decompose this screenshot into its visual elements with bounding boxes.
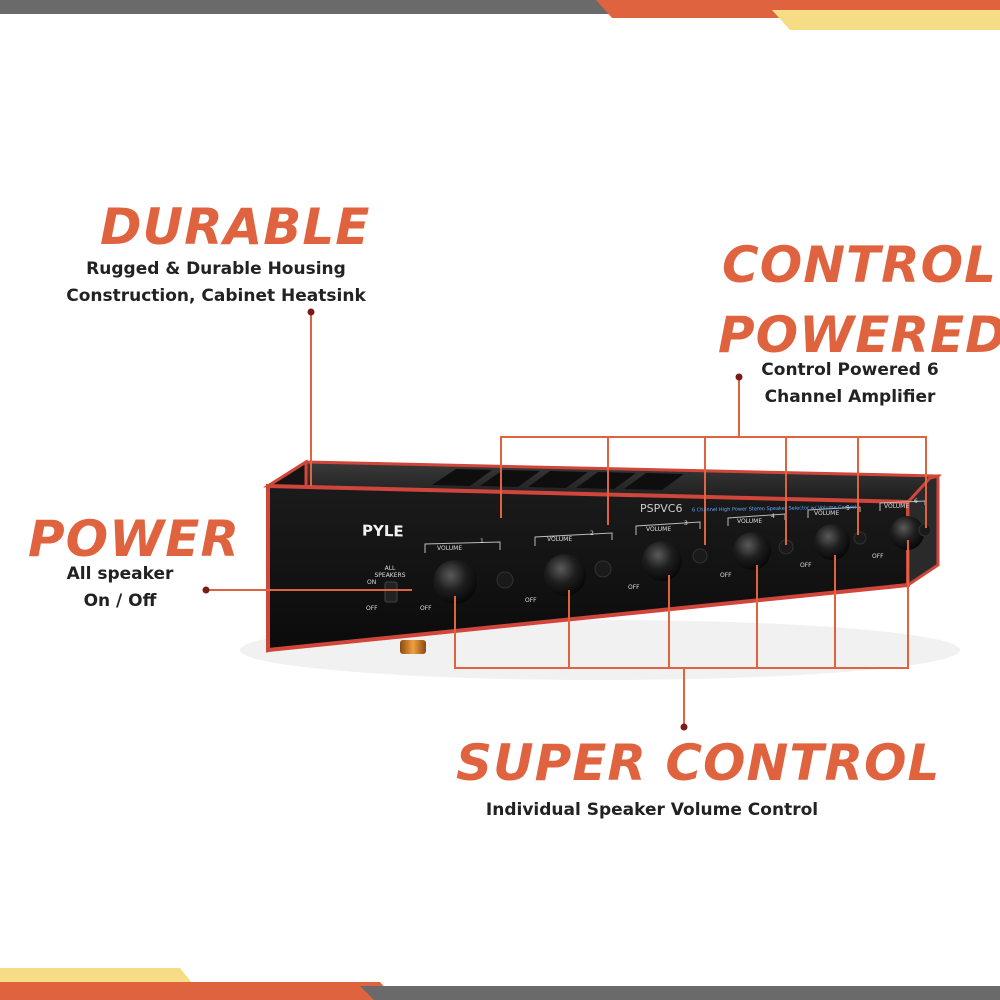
control-powered-line-2: Channel Amplifier bbox=[764, 387, 936, 407]
durable-line-1: Rugged & Durable Housing bbox=[86, 259, 346, 279]
volume-off-label: OFF bbox=[420, 605, 432, 612]
power-description: All speaker On / Off bbox=[40, 561, 200, 615]
volume-off-label: OFF bbox=[525, 597, 537, 604]
heatsink-vents bbox=[432, 469, 684, 490]
volume-off-label: OFF bbox=[628, 584, 640, 591]
power-title: POWER bbox=[28, 510, 240, 568]
device-foot bbox=[400, 640, 426, 654]
channel-number-2: 2 bbox=[590, 530, 594, 537]
volume-label-4: VOLUME bbox=[737, 518, 763, 525]
volume-label-3: VOLUME bbox=[646, 526, 672, 533]
callout-dots bbox=[202, 308, 743, 731]
channel-number-1: 1 bbox=[480, 538, 484, 545]
durable-description: Rugged & Durable Housing Construction, C… bbox=[60, 256, 372, 310]
top-gray-stripe bbox=[0, 0, 640, 14]
ab-button[interactable] bbox=[853, 531, 867, 545]
ab-button[interactable] bbox=[496, 571, 514, 589]
durable-title: DURABLE bbox=[100, 198, 371, 256]
volume-knob[interactable] bbox=[814, 524, 850, 560]
super-control-title: SUPER CONTROL bbox=[456, 734, 941, 792]
all-speakers-on-label: ON bbox=[367, 579, 377, 586]
volume-knobs bbox=[433, 516, 924, 604]
channel-number-5: 5 bbox=[846, 505, 850, 512]
channel-number-4: 4 bbox=[771, 513, 775, 520]
channel-number-3: 3 bbox=[684, 520, 688, 527]
control-powered-title-line-1: CONTROL bbox=[722, 236, 998, 294]
bottom-gray-stripe bbox=[360, 986, 1000, 1000]
control-powered-line-1: Control Powered 6 bbox=[761, 360, 939, 380]
bottom-orange-stripe bbox=[0, 982, 396, 1000]
all-speakers-switch[interactable] bbox=[384, 581, 398, 603]
volume-label-1: VOLUME bbox=[437, 545, 463, 552]
ab-button[interactable] bbox=[692, 548, 708, 564]
volume-knob[interactable] bbox=[733, 532, 771, 570]
power-line-2: On / Off bbox=[83, 591, 157, 611]
all-speakers-label: ALL SPEAKERS bbox=[374, 565, 406, 579]
callout-lines bbox=[206, 312, 927, 725]
volume-off-label: OFF bbox=[720, 572, 732, 579]
speaker-ab-buttons bbox=[496, 523, 932, 589]
top-yellow-stripe bbox=[772, 10, 1000, 30]
ab-button[interactable] bbox=[594, 560, 612, 578]
volume-label-5: VOLUME bbox=[814, 510, 840, 517]
model-number: PSPVC6 bbox=[640, 502, 683, 515]
volume-label-2: VOLUME bbox=[547, 536, 573, 543]
power-line-1: All speaker bbox=[66, 564, 174, 584]
channel-number-6: 6 bbox=[914, 498, 918, 505]
volume-off-label: OFF bbox=[800, 562, 812, 569]
control-powered-title-line-2: POWERED bbox=[718, 306, 1000, 364]
brand-logo: PYLE bbox=[362, 521, 404, 541]
volume-knob[interactable] bbox=[433, 560, 477, 604]
volume-label-6: VOLUME bbox=[884, 503, 910, 510]
volume-knob[interactable] bbox=[890, 516, 924, 550]
all-speakers-off-label: OFF bbox=[366, 605, 378, 612]
volume-knob[interactable] bbox=[544, 554, 586, 596]
control-powered-description: Control Powered 6 Channel Amplifier bbox=[752, 357, 948, 411]
super-control-description: Individual Speaker Volume Control bbox=[485, 800, 819, 820]
volume-knob[interactable] bbox=[642, 541, 682, 581]
durable-line-2: Construction, Cabinet Heatsink bbox=[66, 286, 366, 306]
volume-off-label: OFF bbox=[872, 553, 884, 560]
volume-brackets bbox=[424, 500, 926, 553]
